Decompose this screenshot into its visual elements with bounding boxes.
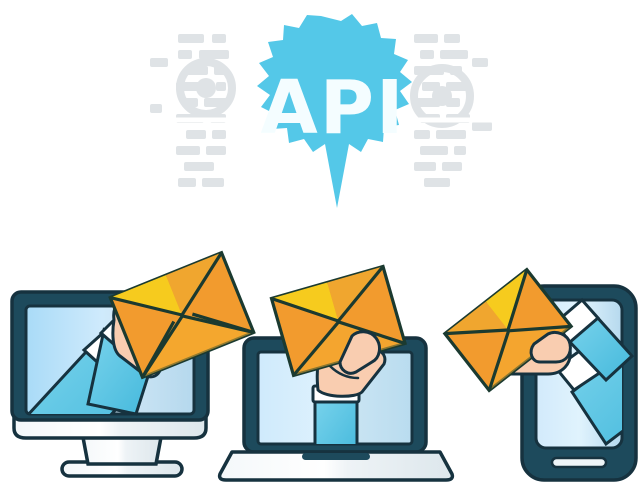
center-thumb-crease	[328, 364, 360, 380]
device-smartphone	[442, 267, 638, 482]
monitor-chin	[12, 416, 208, 440]
api-badge-label: API	[260, 65, 405, 151]
envelope-left	[108, 250, 256, 380]
laptop-trackpad-notch	[302, 453, 370, 460]
envelope-center-flap-lit	[271, 282, 339, 321]
envelope-left-flap-lit	[110, 275, 182, 315]
envelope-left-bottom-shade	[142, 315, 254, 378]
envelope-center-bottom-outline	[292, 320, 406, 377]
laptop-base	[217, 450, 455, 482]
envelope-left-flap-dark	[165, 252, 222, 315]
envelope-right-bottom-outline	[487, 324, 572, 391]
envelope-right-flap-lit	[485, 269, 527, 330]
envelope-center-flap-dark	[327, 266, 384, 321]
envelope-right-flap-dark	[444, 301, 508, 334]
phone-home-indicator	[550, 456, 608, 469]
api-badge-blob	[257, 14, 412, 208]
background-code-pattern	[150, 34, 492, 187]
device-desktop-monitor	[10, 250, 256, 478]
hand-right-grip	[529, 330, 572, 364]
api-badge: API	[257, 14, 412, 208]
envelope-left-bottom-outline	[141, 314, 255, 379]
connector-left	[107, 117, 323, 303]
hand-center-grip	[338, 330, 381, 375]
